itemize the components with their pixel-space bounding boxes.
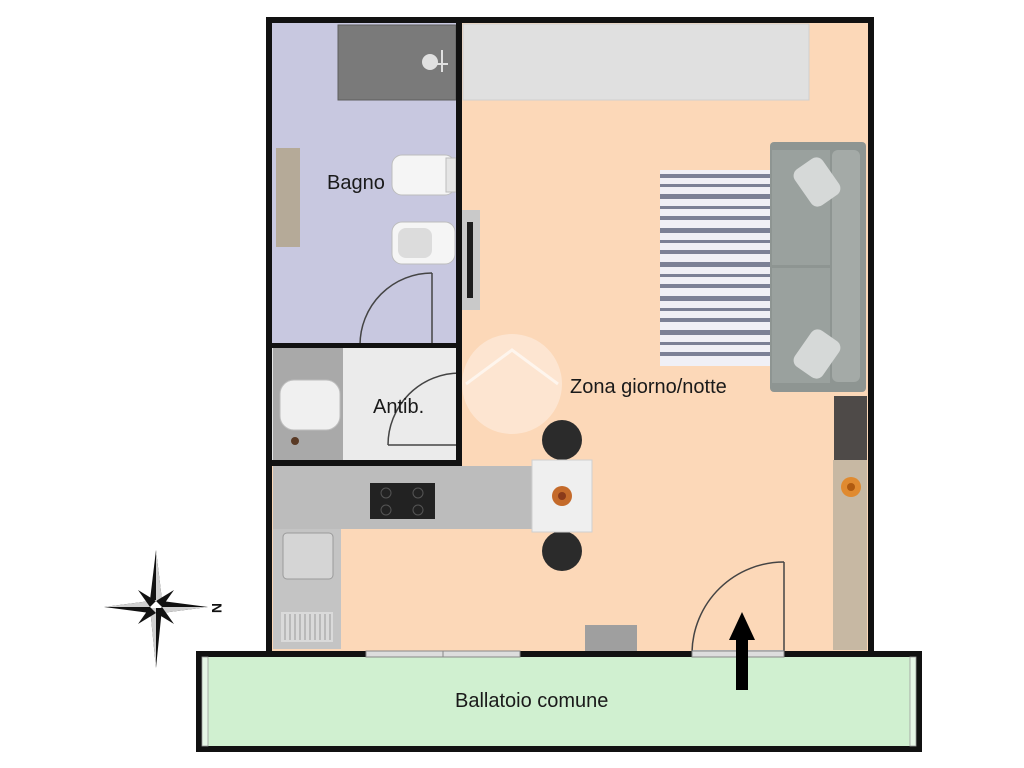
rug-stripes [660,174,772,356]
ballatoio-floor [198,655,920,749]
kitchen-sink [282,532,334,580]
cooktop-burner-3 [380,504,392,516]
watermark-logo [462,334,562,434]
ballatoio-right-railing [909,656,917,747]
shelf-plant-center [847,483,855,491]
sofa-pillow-lower [793,329,841,379]
shower-drain [422,54,438,70]
toilet-tank [445,157,457,193]
room-label-bagno: Bagno [327,172,385,194]
drainer-lines [284,614,331,640]
shoe-cabinet [585,625,637,652]
watermark-logo-roof [465,348,559,386]
cooktop-burner-1 [380,487,392,499]
cooktop-burner-2 [412,487,424,499]
tv [467,222,473,298]
compass-rose-icon [104,550,208,668]
bathroom-cabinet [276,148,300,247]
wardrobe [462,23,810,101]
sofa-back [832,150,860,382]
cooktop-burner-4 [412,504,424,516]
sofa-pillow-upper [793,157,841,207]
washbasin [279,379,341,431]
washbasin-tap [291,437,299,445]
walls [196,17,922,752]
shower-tray [337,24,457,101]
rug [660,170,772,366]
room-label-ballatoio-comune: Ballatoio comune [455,690,609,712]
compass-north-label: N [209,602,226,614]
entrance-arrow-head [729,612,755,640]
tall-cabinet [834,396,867,460]
entrance-arrow-shaft [736,636,748,690]
chair-bottom [542,531,582,571]
ballatoio-left-railing [201,656,209,747]
room-label-zona-giorno-notte: Zona giorno/notte [570,376,727,398]
chair-top [542,420,582,460]
cooktop [370,483,435,519]
table-flowers-center [558,492,566,500]
bidet-basin [398,228,432,258]
room-label-antibagno: Antib. [373,396,425,418]
